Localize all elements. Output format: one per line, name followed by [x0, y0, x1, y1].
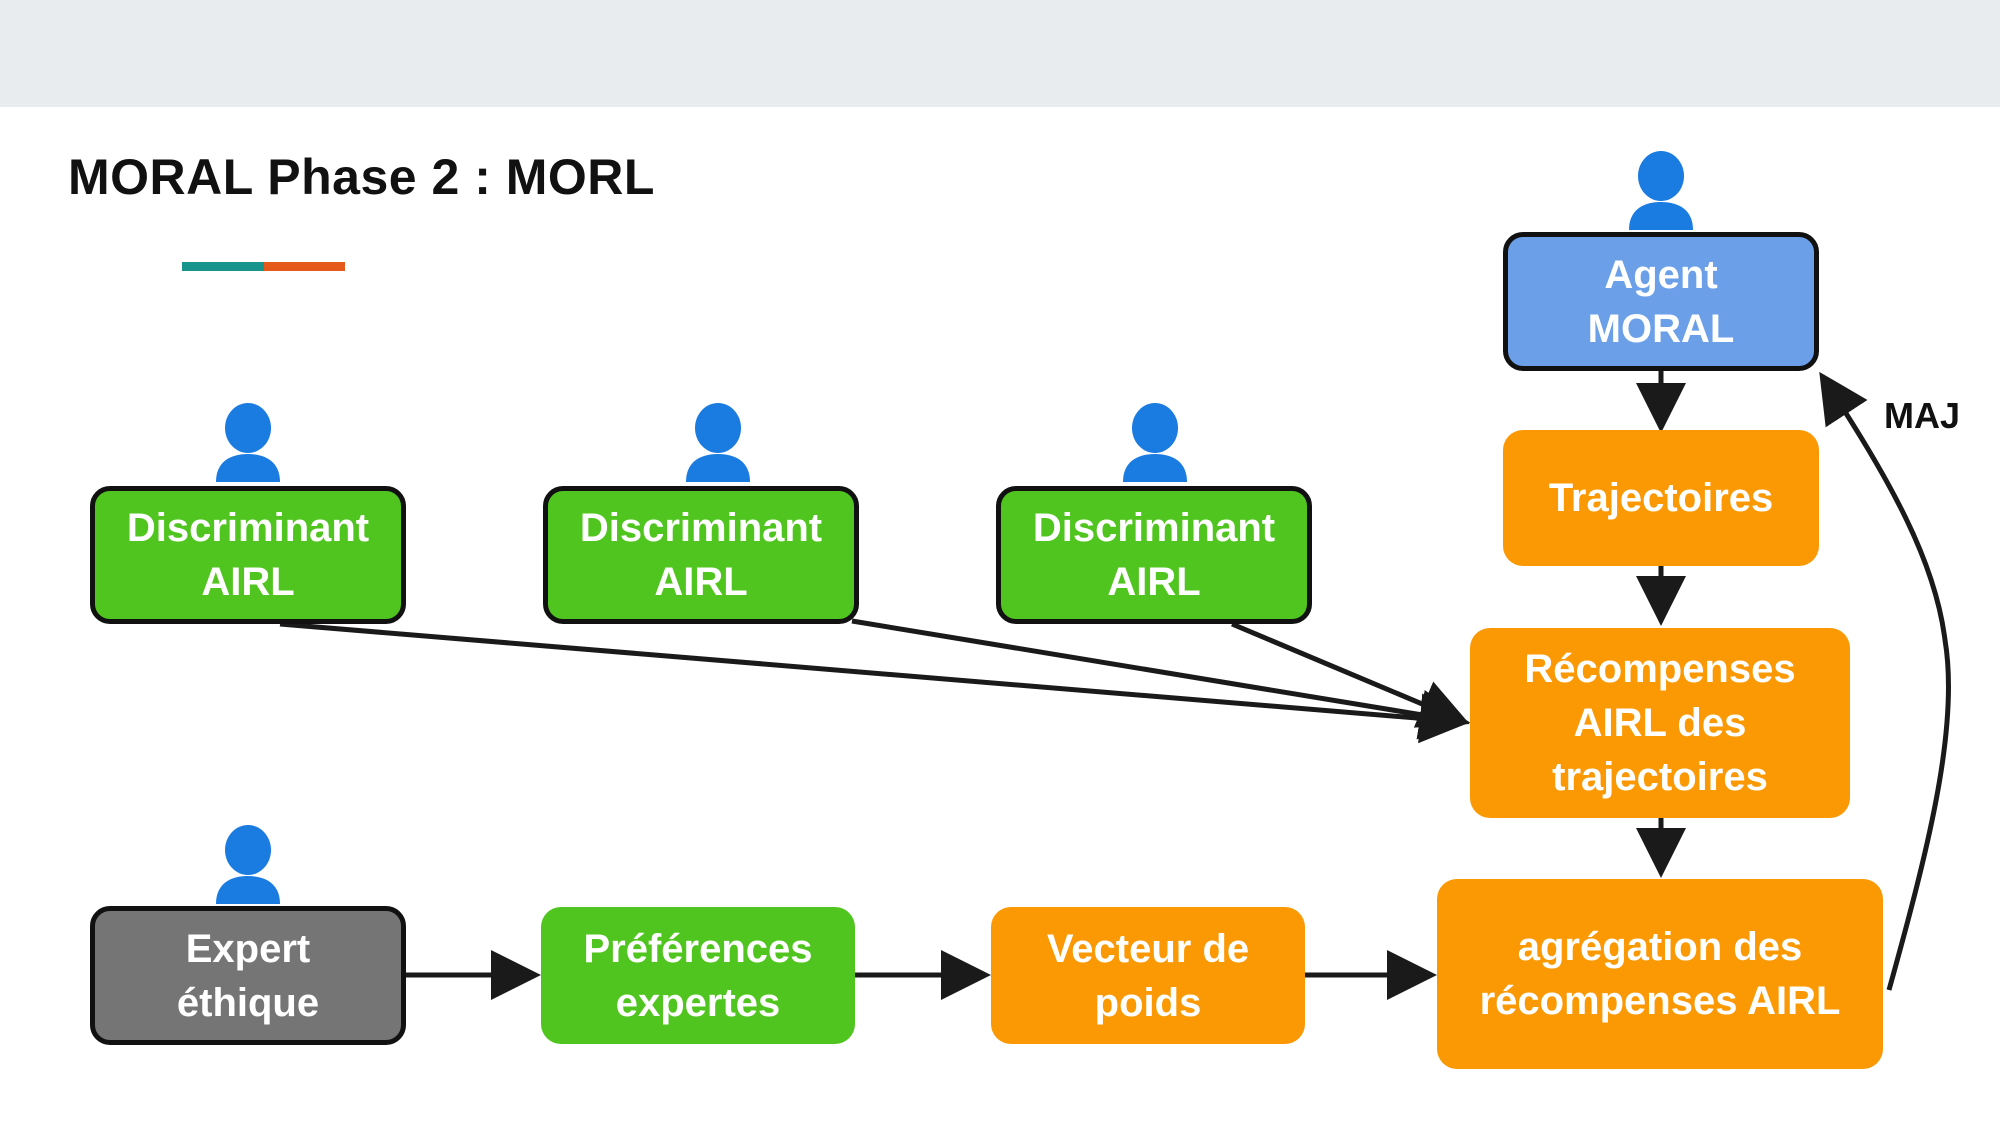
title-accent-orange: [264, 262, 345, 271]
person-icon: [686, 403, 750, 482]
person-icon: [216, 825, 280, 904]
person-icon: [216, 403, 280, 482]
edge-discriminant2-recompenses: [851, 618, 1470, 740]
node-preferences-expertes: Préférences expertes: [541, 907, 855, 1044]
edge-discriminant1-recompenses: [279, 621, 1470, 744]
node-recompenses-airl: Récompenses AIRL des trajectoires: [1470, 628, 1850, 818]
node-discriminant-airl-2: Discriminant AIRL: [543, 486, 859, 624]
edge-agregation-agent-maj: [1819, 371, 1952, 991]
edge-label-maj: MAJ: [1884, 395, 1961, 436]
node-discriminant-airl-1: Discriminant AIRL: [90, 486, 406, 624]
node-trajectoires: Trajectoires: [1503, 430, 1819, 566]
node-agregation: agrégation des récompenses AIRL: [1437, 879, 1883, 1069]
node-agent-moral: Agent MORAL: [1503, 232, 1819, 371]
title-accent-teal: [182, 262, 264, 271]
node-expert-ethique: Expert éthique: [90, 906, 406, 1045]
header-bar: [0, 0, 2000, 107]
node-vecteur-de-poids: Vecteur de poids: [991, 907, 1305, 1044]
person-icon: [1629, 151, 1693, 230]
page-title: MORAL Phase 2 : MORL: [68, 149, 655, 205]
edge-discriminant3-recompenses: [1231, 621, 1470, 728]
node-discriminant-airl-3: Discriminant AIRL: [996, 486, 1312, 624]
person-icon: [1123, 403, 1187, 482]
